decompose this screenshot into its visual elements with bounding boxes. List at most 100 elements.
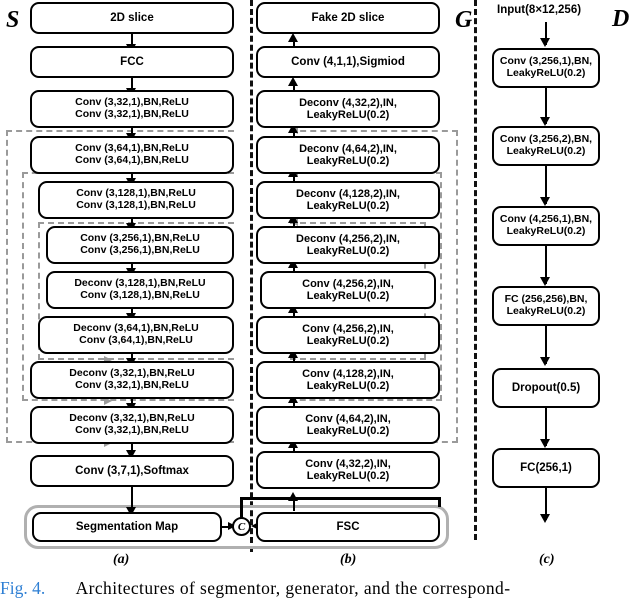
block-line-1: Conv (3,256,2),BN, [499,133,593,146]
block-line-1: Conv (4,1,1),Sigmiod [291,55,405,68]
segmentor-arrow-0 [131,34,133,47]
block-line-2: LeakyReLU(0.2) [506,67,586,79]
block-line-2: Conv (3,32,1),BN,ReLU [75,424,189,436]
block-line-1: Deconv (4,32,2),IN, [299,96,397,109]
block-line-1: Deconv (3,128,1),BN,ReLU [74,277,206,290]
discriminator-arrowhead-3 [540,357,550,366]
discriminator-block-2[interactable]: Conv (4,256,1),BN, LeakyReLU(0.2) [492,206,600,246]
block-line-1: Dropout(0.5) [511,381,581,394]
concat-node[interactable]: C [232,517,251,536]
discriminator-block-3[interactable]: FC (256,256),BN, LeakyReLU(0.2) [492,286,600,326]
concat-feedback-right-down [438,497,441,507]
discriminator-arrow-2 [545,246,547,284]
generator-block-8[interactable]: Conv (4,128,2),IN, LeakyReLU(0.2) [256,361,440,399]
generator-block-2[interactable]: Deconv (4,32,2),IN, LeakyReLU(0.2) [256,90,440,128]
block-line-2: LeakyReLU(0.2) [306,470,390,482]
block-line-1: FC (256,256),BN, [504,293,588,306]
figure-caption-text: Architectures of segmentor, generator, a… [75,578,511,598]
block-line-2: LeakyReLU(0.2) [306,290,390,302]
segmentor-block-10[interactable]: Conv (3,7,1),Softmax [30,455,234,487]
discriminator-input-label: Input(8×12,256) [497,4,582,16]
generator-block-3[interactable]: Deconv (4,64,2),IN, LeakyReLU(0.2) [256,136,440,174]
segmentor-block-1[interactable]: FCC [30,46,234,78]
block-line-2: LeakyReLU(0.2) [506,305,586,317]
subcaption-b: (b) [340,552,357,567]
generator-block-4[interactable]: Deconv (4,128,2),IN, LeakyReLU(0.2) [256,181,440,219]
discriminator-block-1[interactable]: Conv (3,256,2),BN, LeakyReLU(0.2) [492,126,600,166]
generator-block-10[interactable]: Conv (4,32,2),IN, LeakyReLU(0.2) [256,451,440,489]
block-line-1: Segmentation Map [75,520,179,533]
segmap-to-concat-line [222,525,231,528]
skip-arrowhead-3 [104,356,112,364]
block-line-2: LeakyReLU(0.2) [306,200,390,212]
skip-arrowhead-2 [104,397,112,405]
generator-arrow-1 [293,83,295,93]
bottom-group-frame [24,505,449,549]
block-line-2: LeakyReLU(0.2) [306,335,390,347]
generator-block-6[interactable]: Conv (4,256,2),IN, LeakyReLU(0.2) [260,271,436,309]
discriminator-arrow-0 [545,88,547,124]
generator-block-1[interactable]: Conv (4,1,1),Sigmiod [256,46,440,78]
segmentor-block-4[interactable]: Conv (3,128,1),BN,ReLU Conv (3,128,1),BN… [38,181,234,219]
segmentor-arrow-1 [131,78,133,91]
block-line-2: Conv (3,128,1),BN,ReLU [80,289,200,301]
discriminator-arrow-5 [545,488,547,520]
block-line-1: Deconv (3,64,1),BN,ReLU [73,322,199,335]
fsc-to-concat-arrowhead [251,522,259,530]
generator-arrowhead-1 [288,77,298,86]
discriminator-arrowhead-0 [540,117,550,126]
block-line-1: Conv (4,64,2),IN, [305,412,391,425]
segmentor-arrowhead-10 [126,507,136,516]
block-line-2: Conv (3,32,1),BN,ReLU [75,379,189,391]
label-generator: G [455,7,473,33]
segmentor-arrow-10 [131,487,133,513]
discriminator-block-5[interactable]: FC(256,1) [492,448,600,488]
generator-arrowhead-2 [288,124,298,133]
generator-block-9[interactable]: Conv (4,64,2),IN, LeakyReLU(0.2) [256,406,440,444]
concat-feedback-horizontal [240,497,440,500]
block-line-1: Conv (3,64,1),BN,ReLU [75,142,189,155]
segmentor-block-11[interactable]: Segmentation Map [32,512,222,542]
generator-block-0[interactable]: Fake 2D slice [256,2,440,34]
discriminator-arrow-input [545,22,547,45]
block-line-1: FC(256,1) [520,461,572,474]
block-line-1: 2D slice [110,11,154,24]
segmentor-block-0[interactable]: 2D slice [30,2,234,34]
column-separator-s-g [250,0,253,552]
block-line-1: Conv (4,128,2),IN, [302,367,394,380]
block-line-2: Conv (3,64,1),BN,ReLU [75,154,189,166]
discriminator-arrowhead-1 [540,197,550,206]
segmentor-block-5[interactable]: Conv (3,256,1),BN,ReLU Conv (3,256,1),BN… [46,226,234,264]
block-line-1: Conv (3,256,1),BN,ReLU [80,232,200,245]
figure-caption: Fig. 4. Architectures of segmentor, gene… [0,578,640,598]
block-line-2: LeakyReLU(0.2) [306,380,390,392]
segmentor-block-2[interactable]: Conv (3,32,1),BN,ReLU Conv (3,32,1),BN,R… [30,90,234,128]
label-discriminator: D [612,6,630,32]
block-line-1: FCC [120,55,144,68]
segmentor-block-6[interactable]: Deconv (3,128,1),BN,ReLU Conv (3,128,1),… [46,271,234,309]
block-line-1: Deconv (3,32,1),BN,ReLU [69,412,195,425]
generator-block-11[interactable]: FSC [256,512,440,542]
block-line-1: Fake 2D slice [311,11,385,24]
generator-arrowhead-10 [288,492,298,501]
block-line-2: LeakyReLU(0.2) [506,225,586,237]
block-line-1: Conv (3,7,1),Softmax [75,464,189,477]
discriminator-arrowhead-2 [540,277,550,286]
generator-arrow-10 [293,500,295,511]
block-line-2: LeakyReLU(0.2) [306,425,390,437]
segmentor-block-8[interactable]: Deconv (3,32,1),BN,ReLU Conv (3,32,1),BN… [30,361,234,399]
label-segmentor: S [6,7,20,33]
concat-feedback-vertical [240,497,243,519]
block-line-2: LeakyReLU(0.2) [306,245,390,257]
discriminator-arrowhead-5 [540,514,550,523]
segmentor-block-9[interactable]: Deconv (3,32,1),BN,ReLU Conv (3,32,1),BN… [30,406,234,444]
discriminator-block-0[interactable]: Conv (3,256,1),BN, LeakyReLU(0.2) [492,48,600,88]
discriminator-block-4[interactable]: Dropout(0.5) [492,368,600,408]
generator-block-5[interactable]: Deconv (4,256,2),IN, LeakyReLU(0.2) [256,226,440,264]
segmentor-block-3[interactable]: Conv (3,64,1),BN,ReLU Conv (3,64,1),BN,R… [30,136,234,174]
block-line-2: LeakyReLU(0.2) [506,145,586,157]
generator-block-7[interactable]: Conv (4,256,2),IN, LeakyReLU(0.2) [256,316,440,354]
subcaption-a: (a) [113,552,130,567]
segmentor-block-7[interactable]: Deconv (3,64,1),BN,ReLU Conv (3,64,1),BN… [38,316,234,354]
